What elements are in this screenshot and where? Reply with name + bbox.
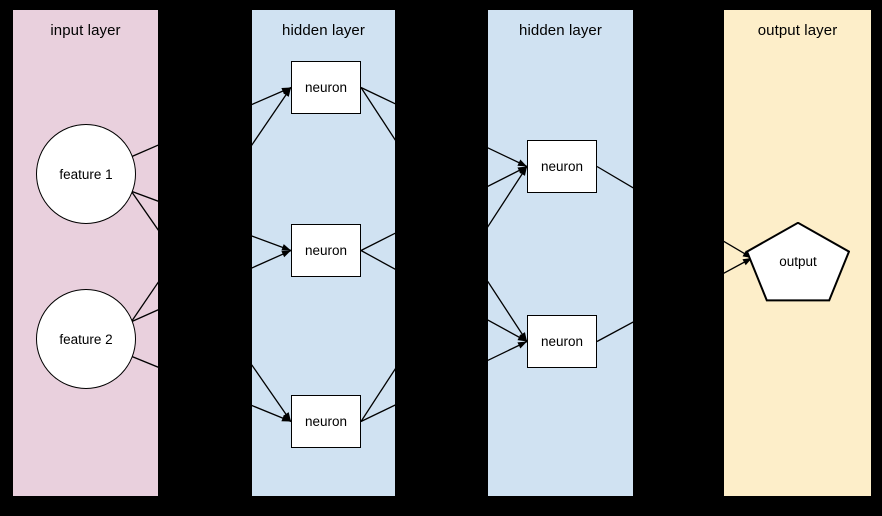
edge-feature-2-to-h1-neuron-1 bbox=[252, 87, 292, 146]
edge-h1-neuron-3-to-h2-neuron-1 bbox=[488, 166, 528, 228]
arrowhead bbox=[283, 87, 291, 97]
edge-h2-neuron-2-to-output-node bbox=[596, 321, 633, 343]
node-label: feature 1 bbox=[59, 166, 113, 182]
node-label: feature 2 bbox=[59, 331, 113, 347]
edge-feature-1-to-h1-neuron-3 bbox=[130, 190, 158, 231]
edge-feature-1-to-h1-neuron-2 bbox=[252, 235, 292, 252]
node-h1-neuron-2[interactable]: neuron bbox=[291, 224, 361, 277]
node-h1-neuron-3[interactable]: neuron bbox=[291, 395, 361, 448]
edge-feature-2-to-h1-neuron-3 bbox=[252, 404, 292, 423]
arrowhead bbox=[281, 250, 291, 258]
arrowhead bbox=[281, 244, 291, 251]
edge-h1-neuron-1-to-h2-neuron-2 bbox=[488, 280, 528, 342]
edge-h1-neuron-1-to-h2-neuron-1 bbox=[360, 86, 395, 105]
edge-h1-neuron-2-to-h2-neuron-2 bbox=[488, 319, 528, 343]
edge-feature-1-to-h1-neuron-1 bbox=[252, 86, 292, 106]
node-h2-neuron-1[interactable]: neuron bbox=[527, 140, 597, 193]
arrowhead bbox=[283, 412, 291, 422]
edge-feature-1-to-h1-neuron-1 bbox=[131, 144, 158, 158]
edge-feature-1-to-h1-neuron-2 bbox=[131, 190, 158, 202]
arrowhead bbox=[517, 341, 527, 349]
edge-feature-1-to-h1-neuron-3 bbox=[252, 364, 292, 422]
edge-h1-neuron-3-to-h2-neuron-2 bbox=[360, 404, 395, 423]
node-feature-1[interactable]: feature 1 bbox=[36, 124, 136, 224]
connections-clip-hidden-layer-1 bbox=[252, 86, 395, 423]
layer-hidden-layer-2: hidden layer bbox=[488, 10, 633, 496]
edge-h1-neuron-3-to-h2-neuron-1 bbox=[360, 368, 395, 422]
edge-feature-2-to-h1-neuron-3 bbox=[131, 355, 158, 368]
connections-clip-input-layer bbox=[130, 144, 158, 368]
node-h2-neuron-2[interactable]: neuron bbox=[527, 315, 597, 368]
connections-clip-hidden-layer-2 bbox=[488, 147, 633, 362]
node-label: neuron bbox=[304, 243, 348, 258]
pentagon-shape bbox=[746, 222, 850, 302]
edge-h1-neuron-1-to-h2-neuron-2 bbox=[360, 87, 395, 141]
node-label: neuron bbox=[304, 80, 348, 95]
node-label: neuron bbox=[304, 414, 348, 429]
edge-h1-neuron-2-to-h2-neuron-2 bbox=[360, 249, 395, 270]
arrowhead bbox=[519, 166, 527, 176]
arrowhead bbox=[517, 159, 527, 167]
arrowhead bbox=[281, 87, 291, 95]
edge-feature-2-to-h1-neuron-2 bbox=[131, 309, 158, 323]
node-label: output bbox=[779, 254, 817, 269]
edge-h1-neuron-2-to-h2-neuron-1 bbox=[488, 165, 528, 187]
node-h1-neuron-1[interactable]: neuron bbox=[291, 61, 361, 114]
arrowhead bbox=[281, 414, 291, 422]
layer-title-input-layer: input layer bbox=[50, 22, 121, 39]
edge-h2-neuron-1-to-output-node bbox=[596, 165, 633, 189]
node-feature-2[interactable]: feature 2 bbox=[36, 289, 136, 389]
edge-h1-neuron-1-to-h2-neuron-1 bbox=[488, 147, 528, 168]
layer-title-output-layer: output layer bbox=[757, 22, 838, 39]
node-label: neuron bbox=[540, 334, 584, 349]
edge-feature-2-to-h1-neuron-1 bbox=[130, 281, 158, 323]
edge-h1-neuron-3-to-h2-neuron-2 bbox=[488, 340, 528, 362]
layer-title-hidden-layer-1: hidden layer bbox=[282, 22, 365, 39]
arrowhead bbox=[517, 334, 527, 342]
node-output-node[interactable]: output bbox=[746, 222, 850, 302]
layer-title-hidden-layer-2: hidden layer bbox=[519, 22, 602, 39]
edge-h1-neuron-2-to-h2-neuron-1 bbox=[360, 232, 395, 252]
node-label: neuron bbox=[540, 159, 584, 174]
layer-input-layer: input layer bbox=[13, 10, 158, 496]
arrowhead bbox=[519, 332, 527, 342]
edge-feature-2-to-h1-neuron-2 bbox=[252, 249, 292, 269]
